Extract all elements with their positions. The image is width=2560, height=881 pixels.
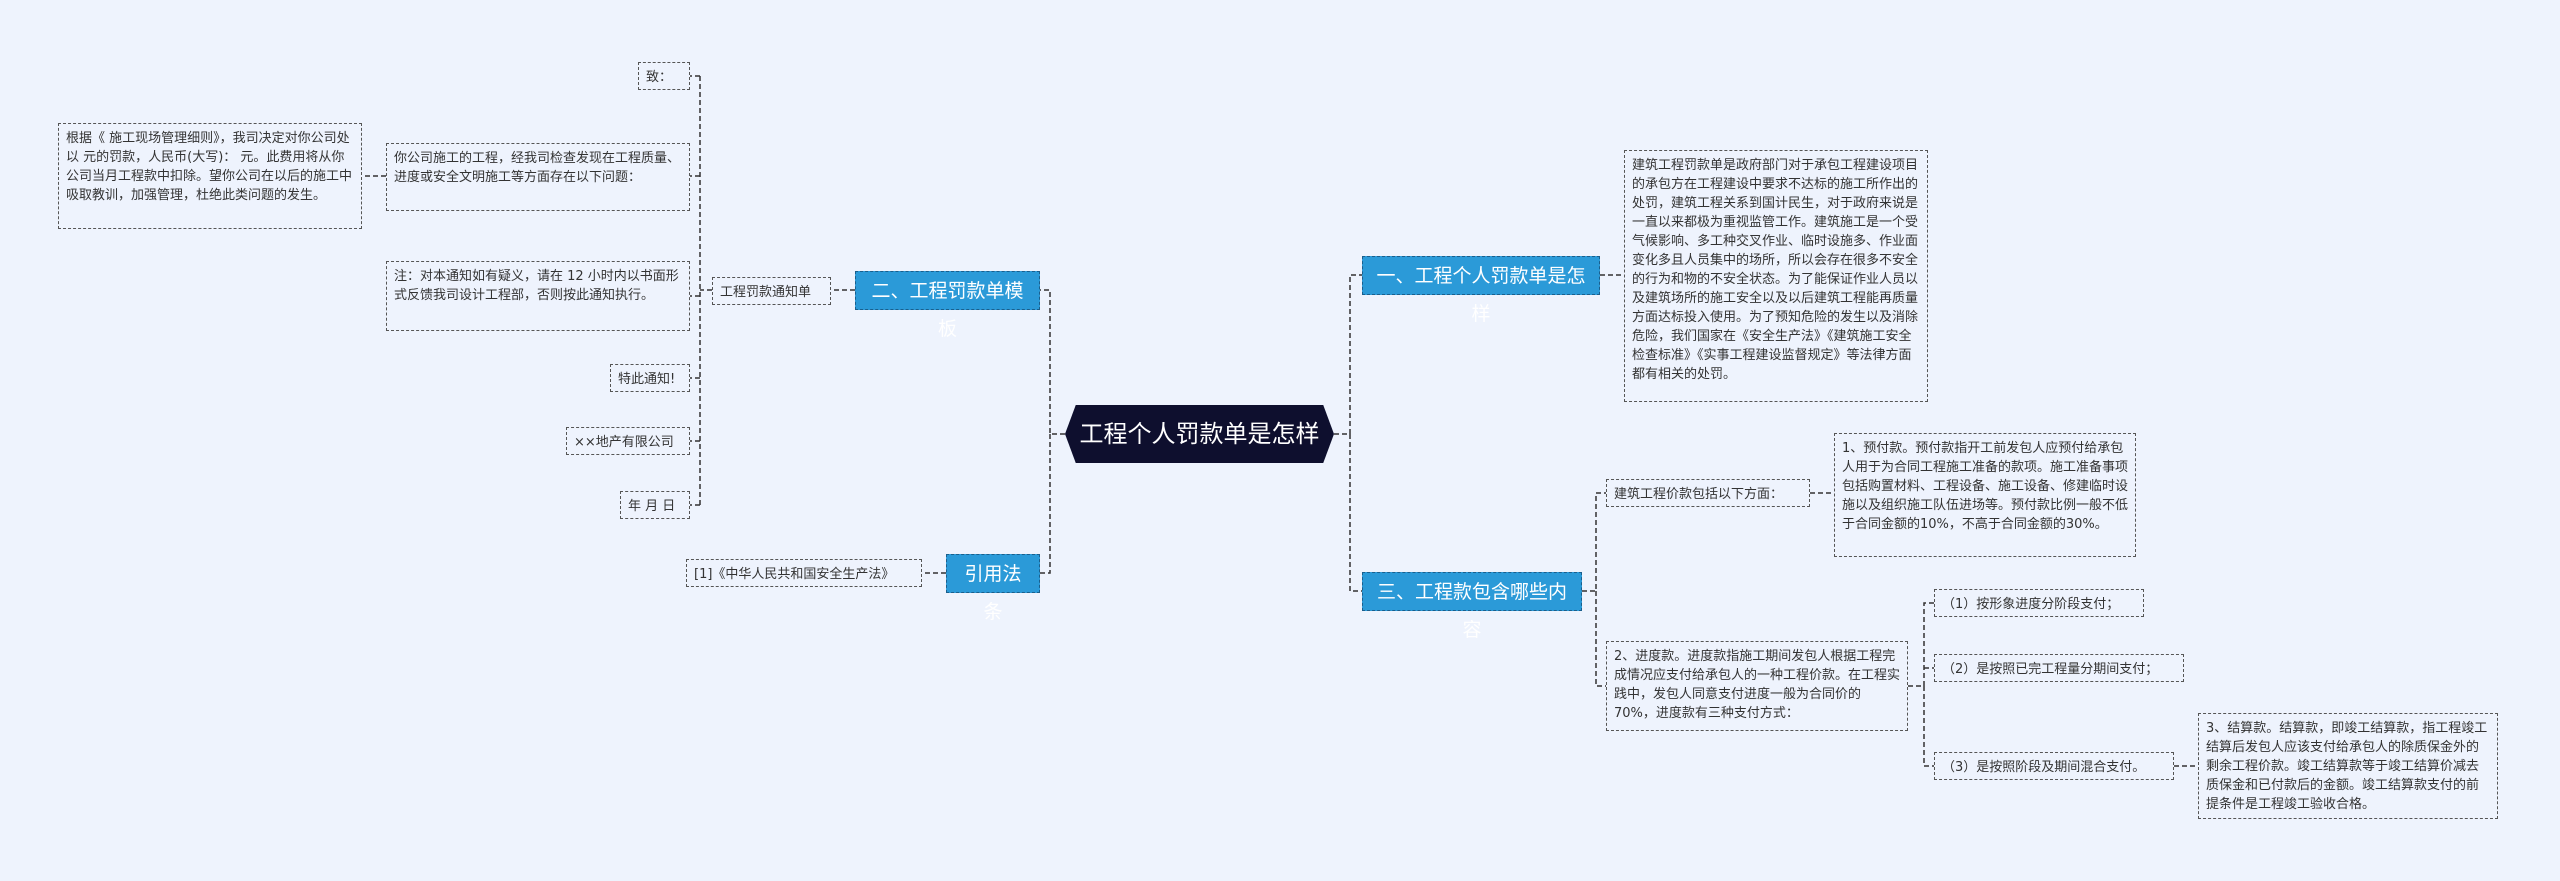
notice-to[interactable]: 致： — [638, 62, 690, 90]
branch-b3[interactable]: 三、工程款包含哪些内容 — [1362, 572, 1582, 641]
notice-title[interactable]: 工程罚款通知单 — [712, 277, 831, 305]
root-node[interactable]: 工程个人罚款单是怎样 — [1065, 405, 1334, 463]
b1-description[interactable]: 建筑工程罚款单是政府部门对于承包工程建设项目的承包方在工程建设中要求不达标的施工… — [1624, 150, 1928, 402]
b3-progress[interactable]: 2、进度款。进度款指施工期间发包人根据工程完成情况应支付给承包人的一种工程价款。… — [1606, 641, 1908, 731]
notice-note[interactable]: 注：对本通知如有疑义，请在 12 小时内以书面形式反馈我司设计工程部，否则按此通… — [386, 261, 690, 331]
b3-pay1[interactable]: （1）按形象进度分阶段支付； — [1934, 589, 2144, 617]
branch-b2[interactable]: 二、工程罚款单模板 — [855, 271, 1040, 340]
branch-b4[interactable]: 引用法条 — [946, 554, 1040, 623]
law-reference[interactable]: [1]《中华人民共和国安全生产法》 — [686, 559, 922, 587]
b3-intro[interactable]: 建筑工程价款包括以下方面： — [1606, 479, 1810, 507]
notice-body[interactable]: 你公司施工的工程，经我司检查发现在工程质量、进度或安全文明施工等方面存在以下问题… — [386, 143, 690, 211]
notice-date[interactable]: 年 月 日 — [620, 491, 690, 519]
notice-special[interactable]: 特此通知! — [610, 364, 690, 392]
notice-penalty[interactable]: 根据《 施工现场管理细则》，我司决定对你公司处以 元的罚款，人民币(大写)： 元… — [58, 123, 362, 229]
notice-company[interactable]: ××地产有限公司 — [566, 427, 690, 455]
b3-pay3[interactable]: （3）是按照阶段及期间混合支付。 — [1934, 752, 2174, 780]
branch-b1[interactable]: 一、工程个人罚款单是怎样 — [1362, 256, 1600, 325]
b3-prepay[interactable]: 1、预付款。预付款指开工前发包人应预付给承包人用于为合同工程施工准备的款项。施工… — [1834, 433, 2136, 557]
b3-settle[interactable]: 3、结算款。结算款，即竣工结算款，指工程竣工结算后发包人应该支付给承包人的除质保… — [2198, 713, 2498, 819]
b3-pay2[interactable]: （2）是按照已完工程量分期间支付； — [1934, 654, 2184, 682]
